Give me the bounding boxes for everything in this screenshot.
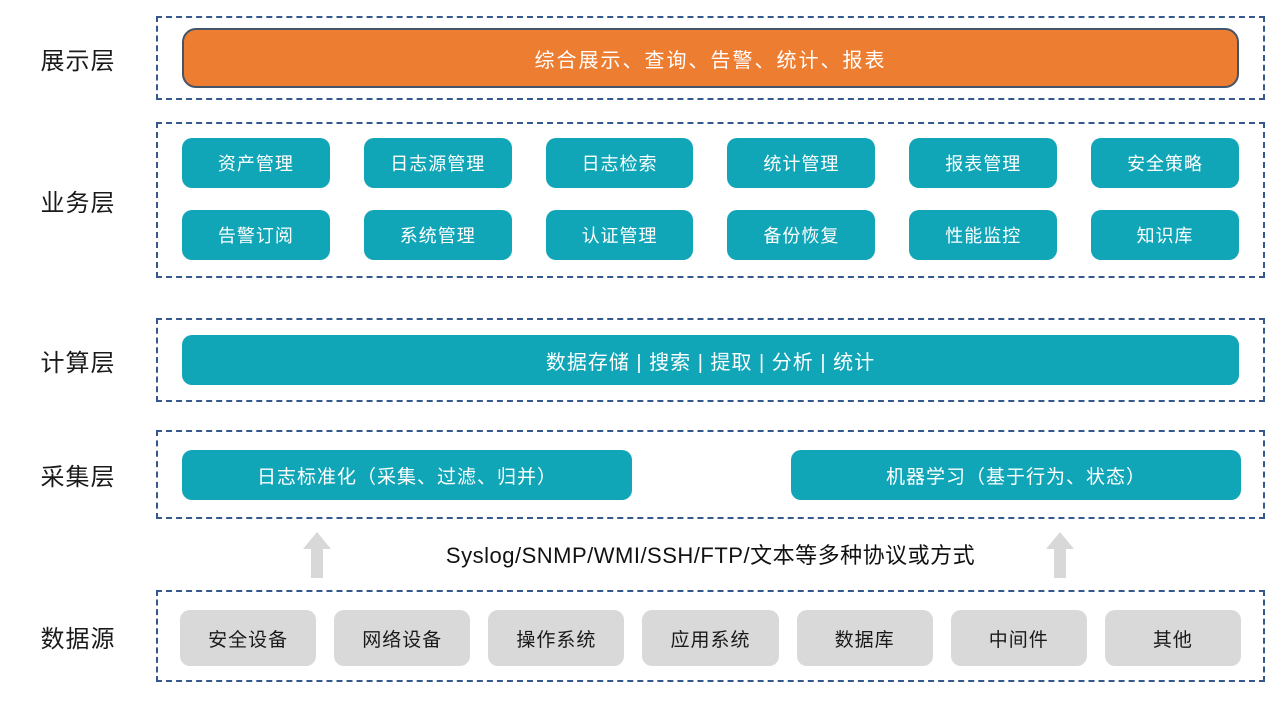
business-item: 日志源管理 xyxy=(363,138,512,188)
business-item: 备份恢复 xyxy=(727,210,876,260)
layer-label-collection: 采集层 xyxy=(40,464,116,491)
presentation-banner: 综合展示、查询、告警、统计、报表 xyxy=(182,28,1239,88)
layer-computing: 计算层 数据存储 | 搜索 | 提取 | 分析 | 统计 xyxy=(0,318,1288,402)
collection-item: 机器学习（基于行为、状态） xyxy=(790,450,1241,500)
business-item: 资产管理 xyxy=(182,138,330,188)
business-item: 日志检索 xyxy=(545,138,694,188)
business-item: 告警订阅 xyxy=(182,210,330,260)
business-item: 统计管理 xyxy=(727,138,876,188)
business-item: 系统管理 xyxy=(363,210,512,260)
layer-business: 业务层 资产管理 日志源管理 日志检索 统计管理 报表管理 安全策略 告警订阅 … xyxy=(0,122,1288,278)
collection-item: 日志标准化（采集、过滤、归并） xyxy=(182,450,633,500)
layer-presentation: 展示层 综合展示、查询、告警、统计、报表 xyxy=(0,16,1288,100)
protocol-band: Syslog/SNMP/WMI/SSH/FTP/文本等多种协议或方式 xyxy=(0,528,1288,586)
business-item: 安全策略 xyxy=(1091,138,1239,188)
layer-label-business: 业务层 xyxy=(40,189,116,217)
up-arrow-icon xyxy=(1046,532,1074,578)
layer-container-computing: 数据存储 | 搜索 | 提取 | 分析 | 统计 xyxy=(156,318,1265,402)
datasource-item: 中间件 xyxy=(950,610,1087,666)
layer-label-computing: 计算层 xyxy=(40,349,116,377)
business-item: 报表管理 xyxy=(909,138,1058,188)
layer-container-datasource: 安全设备 网络设备 操作系统 应用系统 数据库 中间件 其他 xyxy=(156,590,1265,682)
datasource-item: 操作系统 xyxy=(488,610,625,666)
protocol-text: Syslog/SNMP/WMI/SSH/FTP/文本等多种协议或方式 xyxy=(445,543,976,568)
layer-label-datasource: 数据源 xyxy=(40,625,116,653)
layer-datasource: 数据源 安全设备 网络设备 操作系统 应用系统 数据库 中间件 其他 xyxy=(0,590,1288,682)
datasource-item: 数据库 xyxy=(796,610,933,666)
datasource-item: 安全设备 xyxy=(180,610,317,666)
computing-banner: 数据存储 | 搜索 | 提取 | 分析 | 统计 xyxy=(182,335,1239,385)
layer-container-collection: 日志标准化（采集、过滤、归并） 机器学习（基于行为、状态） xyxy=(156,430,1265,519)
layer-collection: 采集层 日志标准化（采集、过滤、归并） 机器学习（基于行为、状态） xyxy=(0,430,1288,519)
layer-container-business: 资产管理 日志源管理 日志检索 统计管理 报表管理 安全策略 告警订阅 系统管理… xyxy=(156,122,1265,278)
layer-label-presentation: 展示层 xyxy=(40,47,116,75)
business-item: 认证管理 xyxy=(545,210,694,260)
datasource-item: 其他 xyxy=(1104,610,1241,666)
datasource-item: 网络设备 xyxy=(334,610,471,666)
layer-container-presentation: 综合展示、查询、告警、统计、报表 xyxy=(156,16,1265,100)
datasource-item: 应用系统 xyxy=(642,610,779,666)
up-arrow-icon xyxy=(303,532,331,578)
business-item: 知识库 xyxy=(1091,210,1239,260)
business-item: 性能监控 xyxy=(909,210,1058,260)
